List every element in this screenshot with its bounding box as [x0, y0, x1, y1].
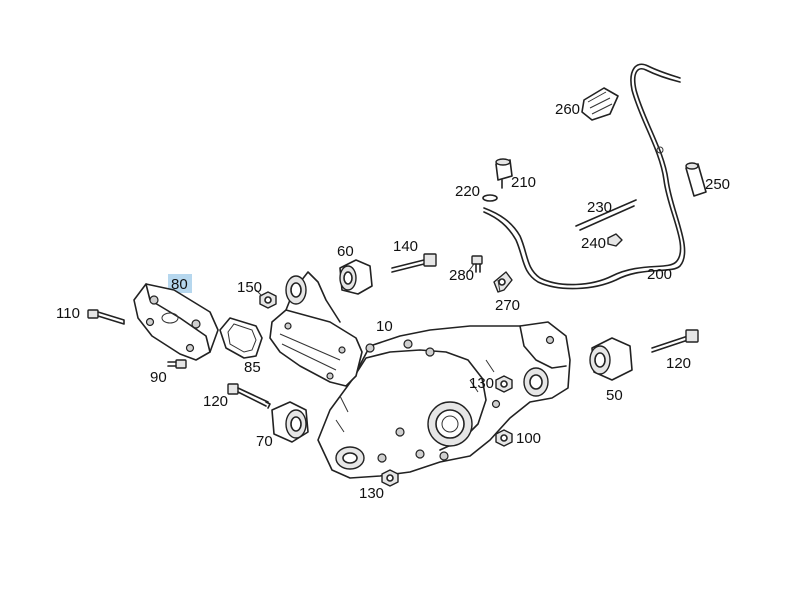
bolt-120-left	[227, 383, 271, 409]
callout-240: 240	[581, 235, 606, 252]
o-ring-220	[482, 194, 498, 202]
callout-280: 280	[449, 267, 474, 284]
callout-210: 210	[511, 174, 536, 191]
gasket-85	[219, 317, 263, 359]
callout-200: 200	[647, 266, 672, 283]
bolt-120-right	[651, 329, 699, 353]
callout-140: 140	[393, 238, 418, 255]
bolt-280	[471, 255, 483, 273]
callout-260: 260	[555, 101, 580, 118]
nut-130-bottom	[381, 469, 399, 487]
callout-90: 90	[150, 369, 167, 386]
callout-150: 150	[237, 279, 262, 296]
leader-lines	[255, 263, 501, 297]
cylinder-250	[685, 162, 707, 197]
callout-80: 80	[171, 276, 188, 293]
callout-220: 220	[455, 183, 480, 200]
callout-10: 10	[376, 318, 393, 335]
cable-tie-230	[575, 199, 637, 231]
nut-100	[495, 429, 513, 447]
callout-120-right: 120	[666, 355, 691, 372]
callout-85: 85	[244, 359, 261, 376]
callout-80-highlight	[168, 274, 192, 293]
bolt-110	[87, 309, 125, 325]
callout-270: 270	[495, 297, 520, 314]
callout-130-mid: 130	[469, 375, 494, 392]
callout-labels: 80 110 90 150 85 60 140 10 120 70 130 13…	[56, 101, 730, 502]
callout-110: 110	[56, 305, 80, 322]
grommet-260	[581, 87, 619, 121]
bushing-60	[339, 259, 373, 295]
callout-120-left: 120	[203, 393, 228, 410]
callout-230: 230	[587, 199, 612, 216]
callout-60: 60	[337, 243, 354, 260]
breather-210	[495, 158, 513, 189]
bushing-50	[589, 337, 633, 381]
bolt-90	[167, 359, 187, 369]
callout-130-bottom: 130	[359, 485, 384, 502]
bracket-270	[493, 271, 513, 293]
cover-plate-80	[133, 283, 219, 361]
bushing-70	[271, 401, 309, 443]
clip-240	[607, 233, 623, 247]
nut-130-mid	[495, 375, 513, 393]
callout-50: 50	[606, 387, 623, 404]
callout-70: 70	[256, 433, 273, 450]
callout-250: 250	[705, 176, 730, 193]
nut-150	[259, 291, 277, 309]
differential-housing	[317, 321, 571, 479]
bolt-140	[391, 253, 437, 273]
pinion-cover	[269, 271, 363, 387]
callout-100: 100	[516, 430, 541, 447]
breather-hose-200	[483, 63, 686, 290]
